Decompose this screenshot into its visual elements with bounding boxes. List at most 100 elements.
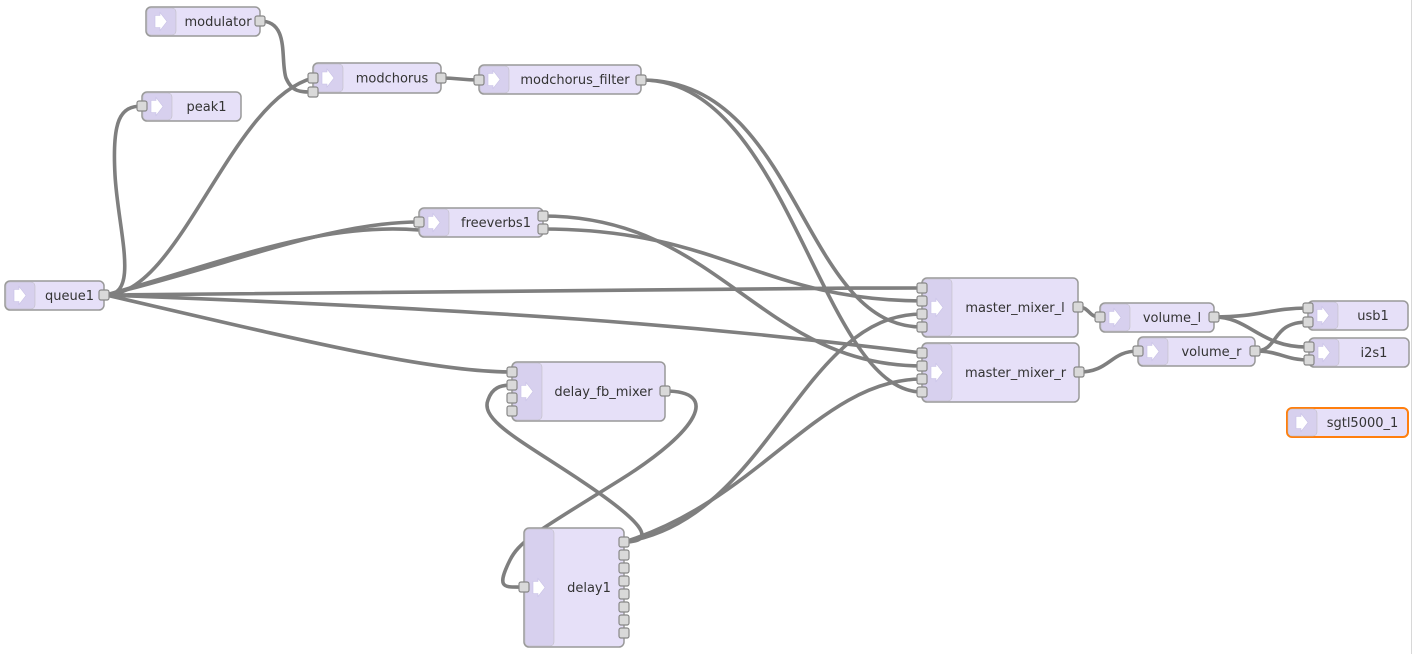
- wire-fbmixer-delay1[interactable]: [501, 389, 698, 589]
- wire-delay1-mixer-l[interactable]: [622, 312, 924, 544]
- wire-filter-mixer-l[interactable]: [640, 78, 924, 329]
- wire-modchorus-filter[interactable]: [439, 76, 481, 82]
- speaker-arrow-icon: [520, 381, 534, 402]
- output-port[interactable]: [435, 72, 447, 84]
- input-port[interactable]: [413, 216, 425, 228]
- wire-queue1-freeverbs1-b[interactable]: [104, 227, 421, 297]
- output-port[interactable]: [537, 210, 549, 222]
- node-label: volume_l: [1143, 311, 1201, 326]
- wires-layer: [104, 19, 1311, 589]
- speaker-arrow-icon: [930, 297, 944, 318]
- node-delay-fb-mixer[interactable]: delay_fb_mixer: [506, 361, 671, 422]
- input-port[interactable]: [916, 282, 928, 294]
- input-port[interactable]: [916, 386, 928, 398]
- input-port[interactable]: [1132, 345, 1144, 357]
- node-modchorus-filter[interactable]: modchorus_filter: [473, 64, 647, 95]
- node-label: delay_fb_mixer: [554, 385, 653, 400]
- input-port[interactable]: [1303, 354, 1315, 366]
- output-port[interactable]: [635, 74, 647, 86]
- input-port[interactable]: [518, 581, 530, 593]
- input-port[interactable]: [136, 100, 148, 112]
- node-volume-l[interactable]: volume_l: [1094, 302, 1220, 333]
- output-port[interactable]: [537, 223, 549, 235]
- node-label: master_mixer_l: [965, 301, 1064, 316]
- speaker-arrow-icon: [532, 577, 546, 598]
- input-port[interactable]: [916, 308, 928, 320]
- output-port[interactable]: [618, 601, 630, 613]
- wire-queue1-mixer-l[interactable]: [104, 286, 924, 297]
- input-port[interactable]: [307, 72, 319, 84]
- input-port[interactable]: [916, 373, 928, 385]
- speaker-arrow-icon: [1108, 307, 1122, 328]
- node-label: master_mixer_r: [965, 366, 1067, 381]
- input-port[interactable]: [506, 379, 518, 391]
- output-port[interactable]: [618, 536, 630, 548]
- speaker-arrow-icon: [1295, 412, 1309, 433]
- input-port[interactable]: [916, 347, 928, 359]
- output-port[interactable]: [1072, 301, 1084, 313]
- input-port[interactable]: [1302, 316, 1314, 328]
- input-port[interactable]: [1302, 302, 1314, 314]
- node-sgtl5000-1[interactable]: sgtl5000_1: [1286, 407, 1409, 438]
- wire-volume-r-i2s1[interactable]: [1253, 349, 1311, 362]
- output-port[interactable]: [659, 385, 671, 397]
- input-port[interactable]: [916, 321, 928, 333]
- output-port[interactable]: [1073, 366, 1085, 378]
- wire-freeverbs1-mixer-l[interactable]: [541, 227, 924, 303]
- speaker-arrow-icon: [930, 362, 944, 383]
- node-volume-r[interactable]: volume_r: [1132, 336, 1261, 367]
- node-freeverbs1[interactable]: freeverbs1: [413, 207, 549, 238]
- wire-modulator-modchorus[interactable]: [258, 19, 315, 94]
- input-port[interactable]: [307, 86, 319, 98]
- output-port[interactable]: [618, 562, 630, 574]
- node-i2s1[interactable]: i2s1: [1303, 337, 1410, 368]
- wire-volume-l-i2s1[interactable]: [1212, 315, 1311, 349]
- wire-freeverbs1-mixer-r[interactable]: [541, 214, 924, 368]
- node-label: i2s1: [1361, 346, 1388, 361]
- node-usb1[interactable]: usb1: [1302, 300, 1409, 331]
- wire-filter-mixer-r[interactable]: [640, 78, 924, 394]
- input-port[interactable]: [1303, 341, 1315, 353]
- output-port[interactable]: [618, 614, 630, 626]
- node-label: modchorus: [356, 72, 429, 87]
- wire-queue1-freeverbs1-a[interactable]: [104, 220, 421, 297]
- wire-volume-l-usb1[interactable]: [1212, 306, 1310, 319]
- output-port[interactable]: [618, 575, 630, 587]
- input-port[interactable]: [473, 74, 485, 86]
- output-port[interactable]: [618, 627, 630, 639]
- node-delay1[interactable]: delay1: [518, 527, 630, 648]
- node-peak1[interactable]: peak1: [136, 91, 242, 122]
- node-label: delay1: [567, 581, 611, 596]
- input-port[interactable]: [916, 295, 928, 307]
- input-port[interactable]: [506, 366, 518, 378]
- wire-mixer-r-volume-r[interactable]: [1077, 349, 1140, 374]
- input-port[interactable]: [1094, 311, 1106, 323]
- node-master-mixer-l[interactable]: master_mixer_l: [916, 277, 1084, 338]
- output-port[interactable]: [1208, 311, 1220, 323]
- wire-queue1-peak1[interactable]: [104, 104, 144, 297]
- output-port[interactable]: [254, 15, 266, 27]
- node-modchorus[interactable]: modchorus: [307, 62, 447, 98]
- node-label: peak1: [186, 100, 226, 115]
- node-modulator[interactable]: modulator: [145, 6, 266, 37]
- speaker-arrow-icon: [13, 285, 27, 306]
- input-port[interactable]: [506, 392, 518, 404]
- output-port[interactable]: [98, 289, 110, 301]
- node-label: sgtl5000_1: [1327, 416, 1399, 431]
- output-port[interactable]: [618, 588, 630, 600]
- node-queue1[interactable]: queue1: [4, 280, 110, 311]
- node-label: freeverbs1: [461, 216, 531, 231]
- wire-queue1-delay-fb-mixer[interactable]: [104, 293, 514, 374]
- node-label: volume_r: [1181, 345, 1242, 360]
- wire-queue1-mixer-r[interactable]: [104, 293, 924, 355]
- output-port[interactable]: [618, 549, 630, 561]
- wire-delay1-mixer-r[interactable]: [622, 377, 924, 544]
- node-master-mixer-r[interactable]: master_mixer_r: [916, 342, 1085, 403]
- input-port[interactable]: [506, 405, 518, 417]
- input-port[interactable]: [916, 360, 928, 372]
- output-port[interactable]: [1249, 345, 1261, 357]
- wire-delay1-fbmixer[interactable]: [485, 383, 644, 544]
- speaker-arrow-icon: [427, 212, 441, 233]
- node-label: queue1: [45, 289, 94, 304]
